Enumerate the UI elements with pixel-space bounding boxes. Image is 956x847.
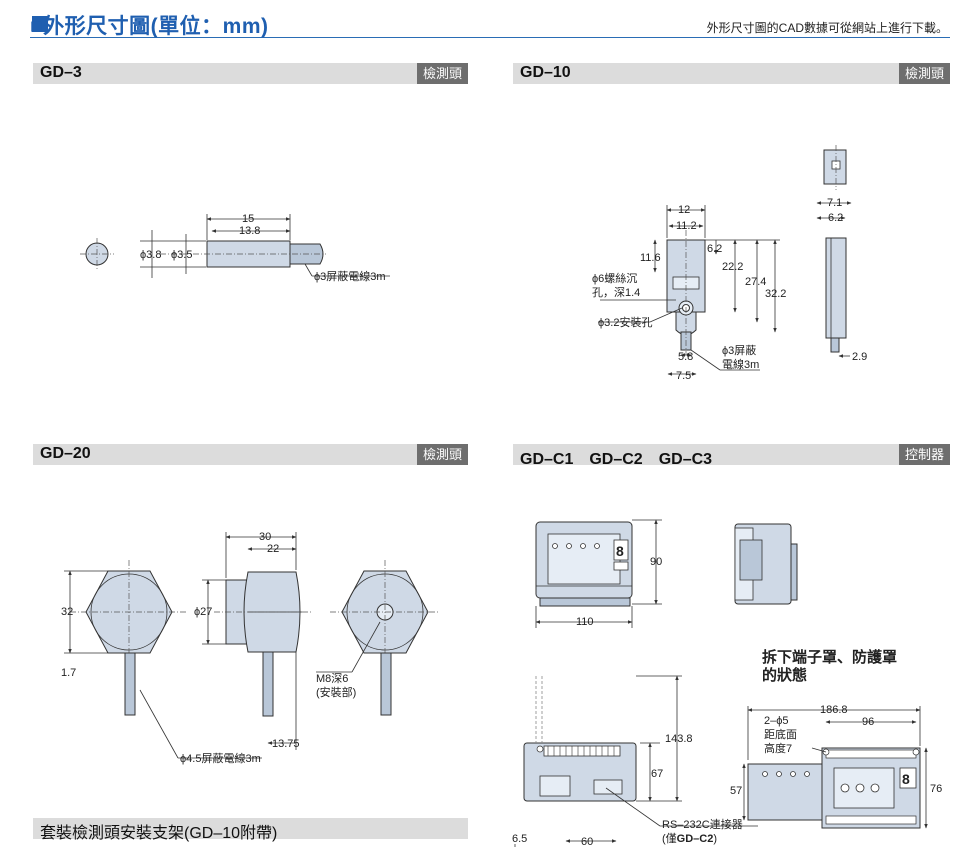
section-tag-gd10: 檢測頭: [898, 63, 950, 84]
gd20-cable-label: ϕ4.5屏蔽電線3m: [180, 751, 261, 765]
gd10-hole6-line2: 孔，深1.4: [592, 286, 640, 299]
gd20-drawing: [64, 532, 440, 759]
controller-protective-cover: [747, 763, 823, 821]
ctrl-dim-110: 110: [576, 616, 594, 628]
section-label-gd3: GD–3: [40, 64, 82, 81]
section-label-gd20: GD–20: [40, 445, 91, 462]
gd10-dim-11-6: 11.6: [640, 252, 661, 264]
gd3-dim-d3-8: ϕ3.8: [140, 249, 161, 261]
gd10-dim-11-2: 11.2: [676, 220, 697, 232]
gd20-m8-line1: M8深6: [316, 672, 348, 685]
ctrl-dim-67: 67: [651, 768, 663, 780]
ctrl-hole-line2: 距底面: [764, 727, 797, 741]
gd3-cable-label: ϕ3屏蔽電線3m: [314, 269, 386, 283]
gd10-dim-27-4: 27.4: [745, 276, 766, 288]
ctrl-hole-line3: 高度7: [764, 741, 792, 755]
gd10-drawing: [598, 145, 852, 376]
section-tag-gd3: 檢測頭: [416, 63, 468, 84]
gd20-dim-1-7: 1.7: [61, 667, 76, 679]
controller-drawing: 8: [514, 519, 928, 847]
gd3-dim-15: 15: [242, 213, 254, 225]
gd10-dim-2-9: 2.9: [852, 351, 867, 363]
gd20-dim-30: 30: [259, 531, 271, 543]
ctrl-dim-96: 96: [862, 716, 874, 728]
gd10-dim-6-2: 6.2: [707, 243, 722, 255]
gd10-dim-32-2: 32.2: [765, 288, 786, 300]
gd20-cable-front: [124, 652, 136, 716]
svg-text:8: 8: [616, 543, 624, 559]
gd20-dim-22: 22: [267, 543, 279, 555]
ctrl-rs232-line2: (僅GD–C2): [662, 831, 717, 845]
ctrl-dim-60: 60: [581, 836, 593, 847]
gd20-m8-line2: (安裝部): [316, 685, 356, 699]
ctrl-dim-57: 57: [730, 785, 742, 797]
gd10-dim-22-2: 22.2: [722, 261, 743, 273]
section-bar-gd10: GD–10 檢測頭: [513, 63, 950, 84]
title-bar: ■外形尺寸圖(單位：mm) 外形尺寸圖的CAD數據可從網站上進行下載。: [30, 6, 950, 38]
ctrl-dim-76: 76: [930, 783, 942, 795]
section-bar-controller: GD–C1 GD–C2 GD–C3 控制器: [513, 444, 950, 468]
ctrl-removed-line2: 的狀態: [762, 666, 807, 684]
gd10-dim-5-8: 5.8: [678, 351, 693, 363]
section-bar-gd3: GD–3 檢測頭: [33, 63, 468, 84]
gd10-dim-6-2b: 6.2: [828, 212, 843, 224]
section-label-gd10: GD–10: [520, 64, 571, 81]
ctrl-dim-6-5: 6.5: [512, 833, 527, 845]
gd10-cable-line2: 電線3m: [722, 357, 759, 371]
gd10-dim-12: 12: [678, 204, 690, 216]
gd10-dim-7-5: 7.5: [676, 370, 691, 382]
ctrl-dim-143-8: 143.8: [665, 733, 693, 745]
ctrl-dim-186-8: 186.8: [820, 704, 848, 716]
section-label-bracket: 套裝檢測頭安裝支架(GD–10附帶): [40, 825, 278, 842]
gd3-drawing: [80, 214, 390, 278]
section-label-controller: GD–C1 GD–C2 GD–C3: [520, 451, 713, 468]
gd10-side-view: [825, 237, 847, 339]
section-bar-gd20: GD–20 檢測頭: [33, 444, 468, 465]
section-bar-bracket: 套裝檢測頭安裝支架(GD–10附帶): [33, 818, 468, 842]
title-square-icon: [32, 16, 48, 32]
section-tag-gd20: 檢測頭: [416, 444, 468, 465]
gd10-cable-line1: ϕ3屏蔽: [722, 344, 756, 357]
cad-download-note: 外形尺寸圖的CAD數據可從網站上進行下載。: [706, 21, 948, 35]
gd10-hole6-line1: ϕ6螺絲沉: [592, 271, 637, 285]
gd10-hole32: ϕ3.2安裝孔: [598, 315, 652, 329]
ctrl-rs232-line1: RS–232C連接器: [662, 817, 743, 831]
section-tag-controller: 控制器: [898, 444, 950, 465]
gd20-dim-32: 32: [61, 606, 73, 618]
gd20-dim-d27: ϕ27: [194, 606, 212, 618]
gd3-dim-13-8: 13.8: [239, 225, 260, 237]
gd10-dim-7-1: 7.1: [827, 197, 842, 209]
ctrl-dim-90: 90: [650, 556, 662, 568]
gd20-dim-13-75: 13.75: [272, 738, 300, 750]
page-title: ■外形尺寸圖(單位：mm): [30, 15, 269, 38]
svg-text:8: 8: [902, 771, 910, 787]
gd3-dim-d3-5: ϕ3.5: [171, 249, 192, 261]
ctrl-hole-line1: 2–ϕ5: [764, 715, 789, 727]
ctrl-removed-line1: 拆下端子罩、防護罩: [762, 648, 897, 666]
